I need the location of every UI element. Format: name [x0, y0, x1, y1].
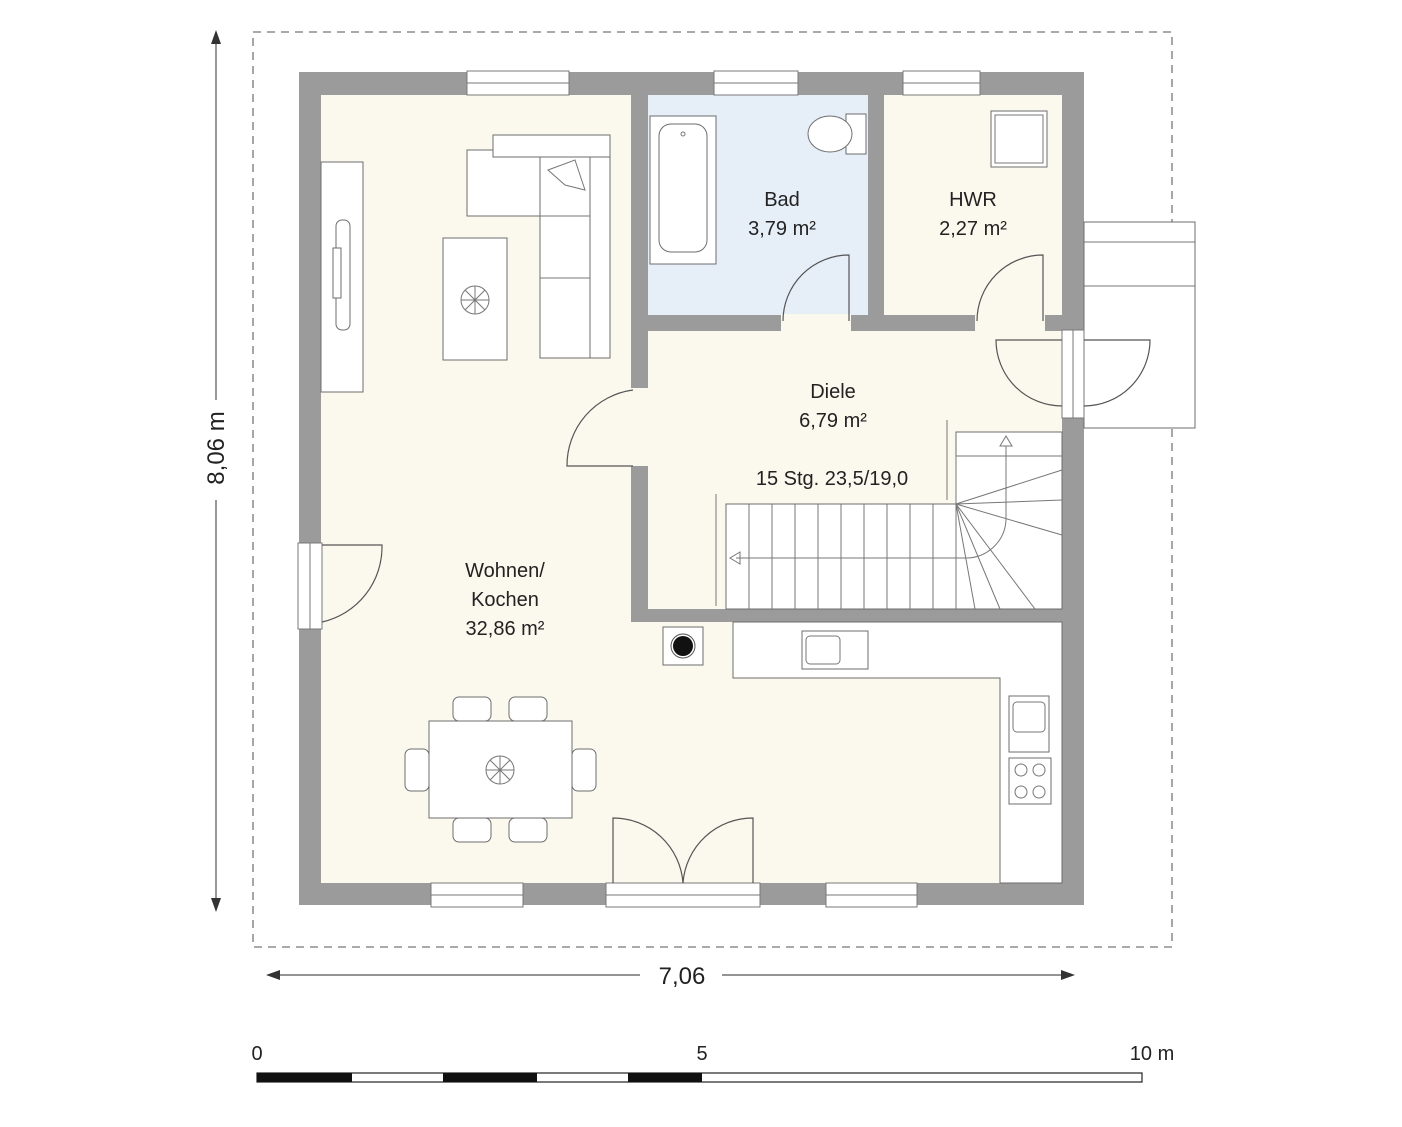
- dimension-height: 8,06 m: [203, 30, 230, 912]
- wall-bad-bottom-right: [851, 315, 975, 331]
- wall-stair-bottom: [631, 609, 1062, 622]
- chimney-stove: [662, 626, 704, 666]
- opening-bad-diele: [781, 314, 851, 332]
- plot-outline: [252, 31, 1173, 948]
- coffee-table: [442, 237, 508, 361]
- label-bad-name: Bad: [764, 189, 800, 211]
- partitions: [631, 95, 1062, 622]
- label-diele-area: 6,79 m²: [799, 410, 867, 432]
- label-wohnen-area: 32,86 m²: [466, 618, 545, 640]
- left-door-swing: [321, 544, 383, 623]
- wall-wohnen-right-lower: [631, 466, 648, 622]
- dimension-height-label: 8,06 m: [203, 411, 230, 484]
- label-bad-area: 3,79 m²: [748, 218, 816, 240]
- dining-table: [404, 696, 597, 843]
- sideboard: [320, 161, 364, 393]
- label-wohnen-name1: Wohnen/: [465, 560, 545, 582]
- label-hwr-name: HWR: [949, 189, 997, 211]
- sofa: [466, 134, 611, 359]
- wall-bad-hwr: [868, 95, 884, 331]
- scale-label-mid: 5: [696, 1043, 707, 1065]
- bathtub: [649, 115, 717, 265]
- dimension-width-label: 7,06: [659, 963, 706, 990]
- kitchen-sink-right: [1008, 695, 1050, 753]
- door-hwr[interactable]: [976, 254, 1044, 322]
- wall-wohnen-right-upper: [631, 95, 648, 388]
- label-hwr-area: 2,27 m²: [939, 218, 1007, 240]
- label-stairs: 15 Stg. 23,5/19,0: [756, 468, 908, 490]
- wall-hwr-bottom-right: [1045, 315, 1062, 331]
- label-wohnen-name2: Kochen: [471, 589, 539, 611]
- opening-wohnen-diele: [630, 388, 649, 466]
- sink: [801, 630, 869, 670]
- staircase[interactable]: [715, 420, 1063, 610]
- scale-label-end: 10 m: [1130, 1043, 1174, 1065]
- opening-hwr-diele: [975, 314, 1045, 332]
- scale-bar: 0 5 10 m: [251, 1043, 1174, 1083]
- windows: [297, 70, 981, 908]
- cooktop: [1008, 757, 1052, 805]
- kitchen-counter: [732, 621, 1063, 884]
- opening-diele-stair-top: [956, 420, 1062, 432]
- entrance-door-left: [995, 339, 1063, 407]
- scale-label-start: 0: [251, 1043, 262, 1065]
- toilet: [807, 113, 867, 155]
- dimension-width: 7,06: [266, 963, 1075, 990]
- terrace-door[interactable]: [605, 817, 761, 908]
- door-wohnen-diele[interactable]: [566, 389, 634, 467]
- door-bad[interactable]: [782, 254, 850, 322]
- wall-bad-bottom-left: [648, 315, 781, 331]
- entrance-door-right: [1083, 339, 1151, 407]
- label-diele-name: Diele: [810, 381, 856, 403]
- entrance-steps: [995, 221, 1196, 429]
- washing-machine: [990, 110, 1048, 168]
